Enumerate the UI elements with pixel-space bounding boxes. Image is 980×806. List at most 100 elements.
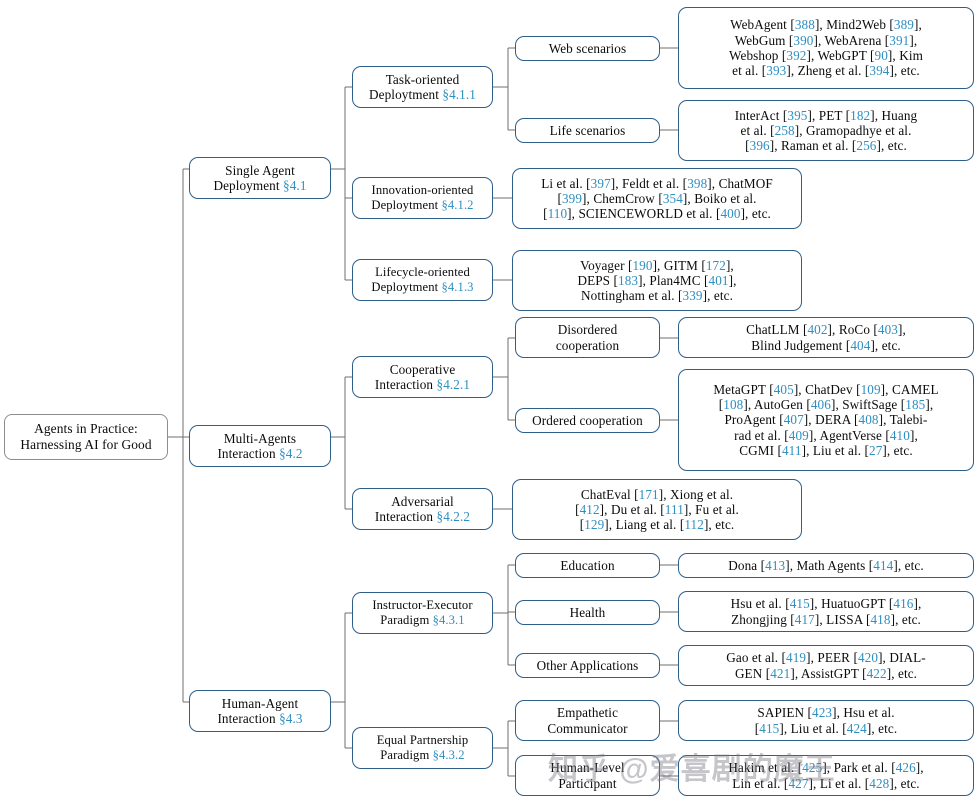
branch-label-line-1: Multi-Agents: [223, 430, 297, 446]
subbranch-instructor-executor[interactable]: Instructor-Executor Paradigm §4.3.1: [352, 592, 493, 634]
category-human-level-participant[interactable]: Human-Level Participant: [515, 755, 660, 796]
leaf-innovation-refs[interactable]: Li et al. [397], Feldt et al. [398], Cha…: [512, 168, 802, 229]
citation-text: Dona [: [728, 557, 766, 573]
leaf-human-level-refs[interactable]: Hakim et al. [425], Park et al. [426],Li…: [678, 755, 974, 796]
citation-number: 405: [773, 381, 794, 397]
citation-number: 406: [810, 397, 831, 413]
subbranch-equal-partnership[interactable]: Equal Partnership Paradigm §4.3.2: [352, 727, 493, 769]
citation-number: 90: [874, 48, 888, 63]
citation-text: ], Gramopadhye et al.: [794, 122, 912, 138]
citation-text: et al. [: [740, 122, 775, 138]
branch-multi-agents[interactable]: Multi-Agents Interaction §4.2: [189, 425, 331, 467]
citation-number: 388: [794, 17, 815, 33]
category-ordered-cooperation[interactable]: Ordered cooperation: [515, 408, 660, 433]
citation-text: [: [543, 206, 548, 222]
subbranch-adversarial[interactable]: Adversarial Interaction §4.2.2: [352, 488, 493, 530]
citation-number: 409: [788, 427, 809, 443]
citation-line: GEN [421], AssistGPT [422], etc.: [735, 666, 917, 681]
citation-text: MetaGPT [: [713, 381, 774, 397]
citation-number: 428: [869, 775, 890, 791]
citation-text: ],: [909, 32, 918, 48]
citation-text: [: [575, 501, 580, 517]
leaf-other-applications-refs[interactable]: Gao et al. [419], PEER [420], DIAL-GEN […: [678, 645, 974, 686]
branch-single-agent[interactable]: Single Agent Deployment §4.1: [189, 157, 331, 199]
root-node[interactable]: Agents in Practice: Harnessing AI for Go…: [4, 414, 168, 460]
citation-text: ], SCIENCEWORLD et al. [: [567, 206, 721, 222]
leaf-lifecycle-refs[interactable]: Voyager [190], GITM [172],DEPS [183], Pl…: [512, 250, 802, 311]
citation-number: 407: [783, 412, 804, 428]
branch-human-agent[interactable]: Human-Agent Interaction §4.3: [189, 690, 331, 732]
category-education[interactable]: Education: [515, 553, 660, 578]
citation-text: ], etc.: [886, 665, 918, 681]
citation-text: ], SwiftSage [: [830, 397, 906, 413]
subbranch-cooperative[interactable]: Cooperative Interaction §4.2.1: [352, 356, 493, 398]
leaf-adversarial-refs[interactable]: ChatEval [171], Xiong et al.[412], Du et…: [512, 479, 802, 540]
citation-text: ], DIAL-: [878, 650, 926, 666]
leaf-empathetic-refs[interactable]: SAPIEN [423], Hsu et al.[415], Liu et al…: [678, 700, 974, 741]
citation-text: Voyager [: [580, 257, 633, 273]
citation-text: [: [745, 138, 750, 154]
subbranch-innovation-oriented[interactable]: Innovation-oriented Deploytment §4.1.2: [352, 177, 493, 219]
category-other-applications[interactable]: Other Applications: [515, 653, 660, 678]
category-health[interactable]: Health: [515, 600, 660, 625]
citation-number: 402: [807, 322, 828, 338]
category-disordered-cooperation[interactable]: Disordered cooperation: [515, 317, 660, 358]
citation-line: Nottingham et al. [339], etc.: [581, 288, 733, 303]
citation-number: 413: [765, 557, 786, 573]
branch-label-line-1: Single Agent: [225, 162, 295, 178]
citation-text: ], ChemCrow [: [582, 190, 663, 206]
subbranch-label-line-1: Instructor-Executor: [372, 598, 473, 613]
category-label-line-2: Communicator: [547, 720, 628, 736]
category-web-scenarios[interactable]: Web scenarios: [515, 36, 660, 61]
citation-text: [: [557, 190, 562, 206]
root-line-2: Harnessing AI for Good: [20, 437, 152, 452]
citation-text: ], PET [: [807, 107, 851, 123]
section-number: §4.3.2: [432, 748, 465, 762]
citation-text: et al. [: [732, 63, 767, 79]
leaf-health-refs[interactable]: Hsu et al. [415], HuatuoGPT [416],Zhongj…: [678, 591, 974, 632]
citation-number: 354: [662, 190, 683, 206]
citation-line: Gao et al. [419], PEER [420], DIAL-: [726, 650, 925, 665]
category-life-scenarios[interactable]: Life scenarios: [515, 118, 660, 143]
citation-text: ], Plan4MC [: [638, 272, 709, 288]
citation-text: ], Raman et al. [: [769, 138, 857, 154]
leaf-education-refs[interactable]: Dona [413], Math Agents [414], etc.: [678, 553, 974, 578]
citation-number: 398: [687, 175, 708, 191]
branch-label-line-1: Human-Agent: [221, 695, 299, 711]
citation-text: Zhongjing [: [731, 611, 795, 627]
subbranch-label-line-2: Paradigm §4.3.1: [380, 613, 465, 627]
citation-number: 258: [774, 122, 795, 138]
citation-text: ], Zheng et al. [: [786, 63, 870, 79]
citation-text: ], Kim: [887, 48, 923, 63]
section-number: §4.1.3: [441, 280, 474, 294]
leaf-disordered-refs[interactable]: ChatLLM [402], RoCo [403],Blind Judgemen…: [678, 317, 974, 358]
leaf-web-scenarios-refs[interactable]: WebAgent [388], Mind2Web [389],WebGum [3…: [678, 7, 974, 89]
citation-text: ], Feldt et al. [: [610, 175, 688, 191]
citation-text: ], Talebi-: [878, 412, 928, 428]
citation-line: Lin et al. [427], Li et al. [428], etc.: [732, 776, 919, 791]
citation-number: 417: [794, 611, 815, 627]
subbranch-lifecycle-oriented[interactable]: Lifecycle-oriented Deploytment §4.1.3: [352, 259, 493, 301]
citation-text: [: [718, 397, 724, 413]
citation-text: ],: [913, 596, 922, 612]
citation-text: InterAct [: [734, 107, 788, 123]
citation-text: DEPS [: [577, 272, 619, 288]
subbranch-task-oriented[interactable]: Task-oriented Deploytment §4.1.1: [352, 66, 493, 108]
citation-line: InterAct [395], PET [182], Huang: [735, 108, 917, 123]
citation-text: ], PEER [: [806, 650, 858, 666]
section-number: §4.3.1: [432, 613, 465, 627]
citation-text: ChatEval [: [580, 486, 639, 502]
citation-number: 415: [759, 720, 780, 736]
citation-line: ChatEval [171], Xiong et al.: [581, 487, 733, 502]
leaf-ordered-refs[interactable]: MetaGPT [405], ChatDev [109], CAMEL[108]…: [678, 369, 974, 471]
citation-number: 425: [802, 760, 823, 776]
citation-text: ], Liang et al. [: [604, 517, 685, 533]
citation-number: 396: [749, 138, 770, 154]
category-label-line-2: Participant: [558, 775, 617, 791]
category-empathetic-communicator[interactable]: Empathetic Communicator: [515, 700, 660, 741]
citation-text: ProAgent [: [724, 412, 784, 428]
citation-line: Hsu et al. [415], HuatuoGPT [416],: [731, 596, 922, 611]
citation-number: 411: [781, 442, 802, 458]
citation-text: ], DERA [: [803, 412, 859, 428]
